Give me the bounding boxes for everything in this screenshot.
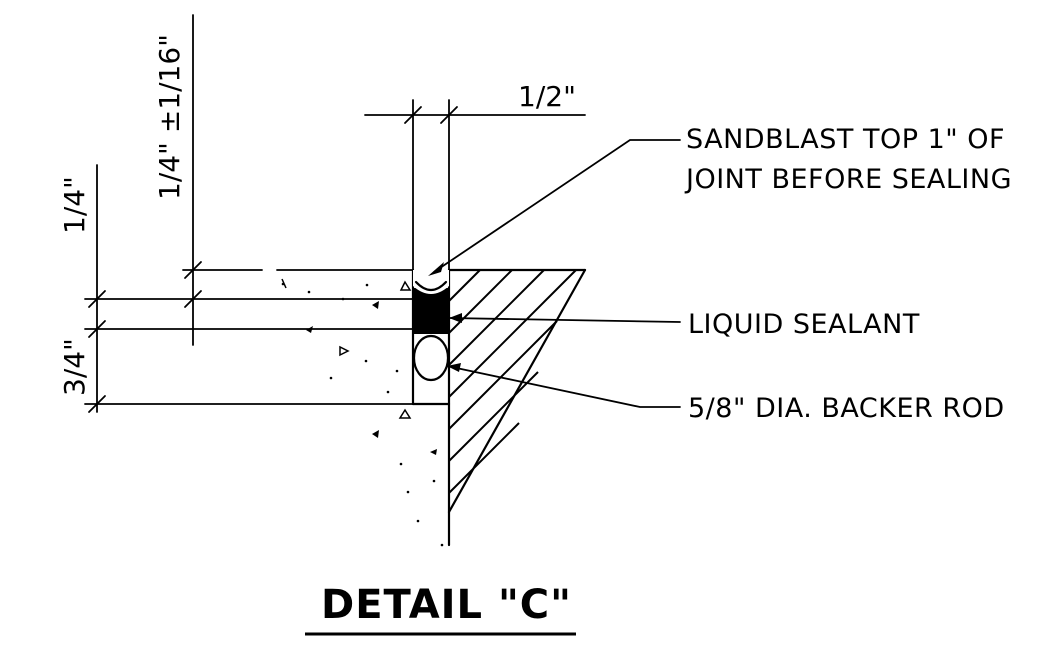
- top-recess-dimension: 1/4" ±1/16": [153, 14, 202, 346]
- sealant-meniscus: [414, 280, 448, 292]
- concrete-aggregate: [281, 278, 444, 547]
- aggregate-mark: [372, 430, 379, 438]
- top-recess-label: 1/4" ±1/16": [153, 34, 186, 200]
- liquid-sealant: [413, 288, 449, 334]
- sealant-assembly: [411, 270, 451, 406]
- joint-width-label: 1/2": [518, 80, 576, 113]
- callout-backer-rod: 5/8" DIA. BACKER ROD: [446, 363, 1005, 424]
- joint-width-tick-right: [440, 106, 458, 124]
- detail-title: DETAIL "C": [305, 582, 576, 636]
- aggregate-triangle: [398, 408, 412, 419]
- aggregate-mark: [372, 301, 379, 309]
- sealant-arrow: [449, 313, 462, 323]
- joint-width-tick-left: [404, 106, 422, 124]
- sandblast-arrow: [428, 262, 444, 276]
- backer-rod-arrow: [447, 363, 461, 372]
- extension-lines: [84, 269, 450, 405]
- backer-rod-note: 5/8" DIA. BACKER ROD: [688, 393, 1005, 424]
- backer-rod: [412, 334, 450, 382]
- joint-width-dimension: 1/2": [364, 80, 586, 271]
- left-dimensions: 1/4" 3/4": [58, 164, 106, 413]
- detail-title-text: DETAIL "C": [321, 582, 572, 628]
- aggregate-mark: [306, 326, 313, 333]
- sandblast-leader: [433, 139, 681, 273]
- aggregate-mark: [430, 449, 437, 455]
- sandblast-note-line1: SANDBLAST TOP 1" OF: [686, 124, 1005, 155]
- aggregate-triangle: [399, 280, 412, 291]
- hatched-slab: [447, 268, 587, 514]
- callout-sealant: LIQUID SEALANT: [448, 309, 920, 340]
- rod-depth-label: 3/4": [58, 338, 91, 396]
- sealant-leader: [448, 317, 681, 323]
- sealant-depth-label: 1/4": [58, 176, 91, 234]
- callout-sandblast: SANDBLAST TOP 1" OF JOINT BEFORE SEALING: [428, 124, 1012, 276]
- sealant-note: LIQUID SEALANT: [688, 309, 920, 340]
- sandblast-note-line2: JOINT BEFORE SEALING: [684, 164, 1012, 195]
- backer-rod-leader: [446, 365, 681, 408]
- aggregate-triangle: [339, 345, 350, 357]
